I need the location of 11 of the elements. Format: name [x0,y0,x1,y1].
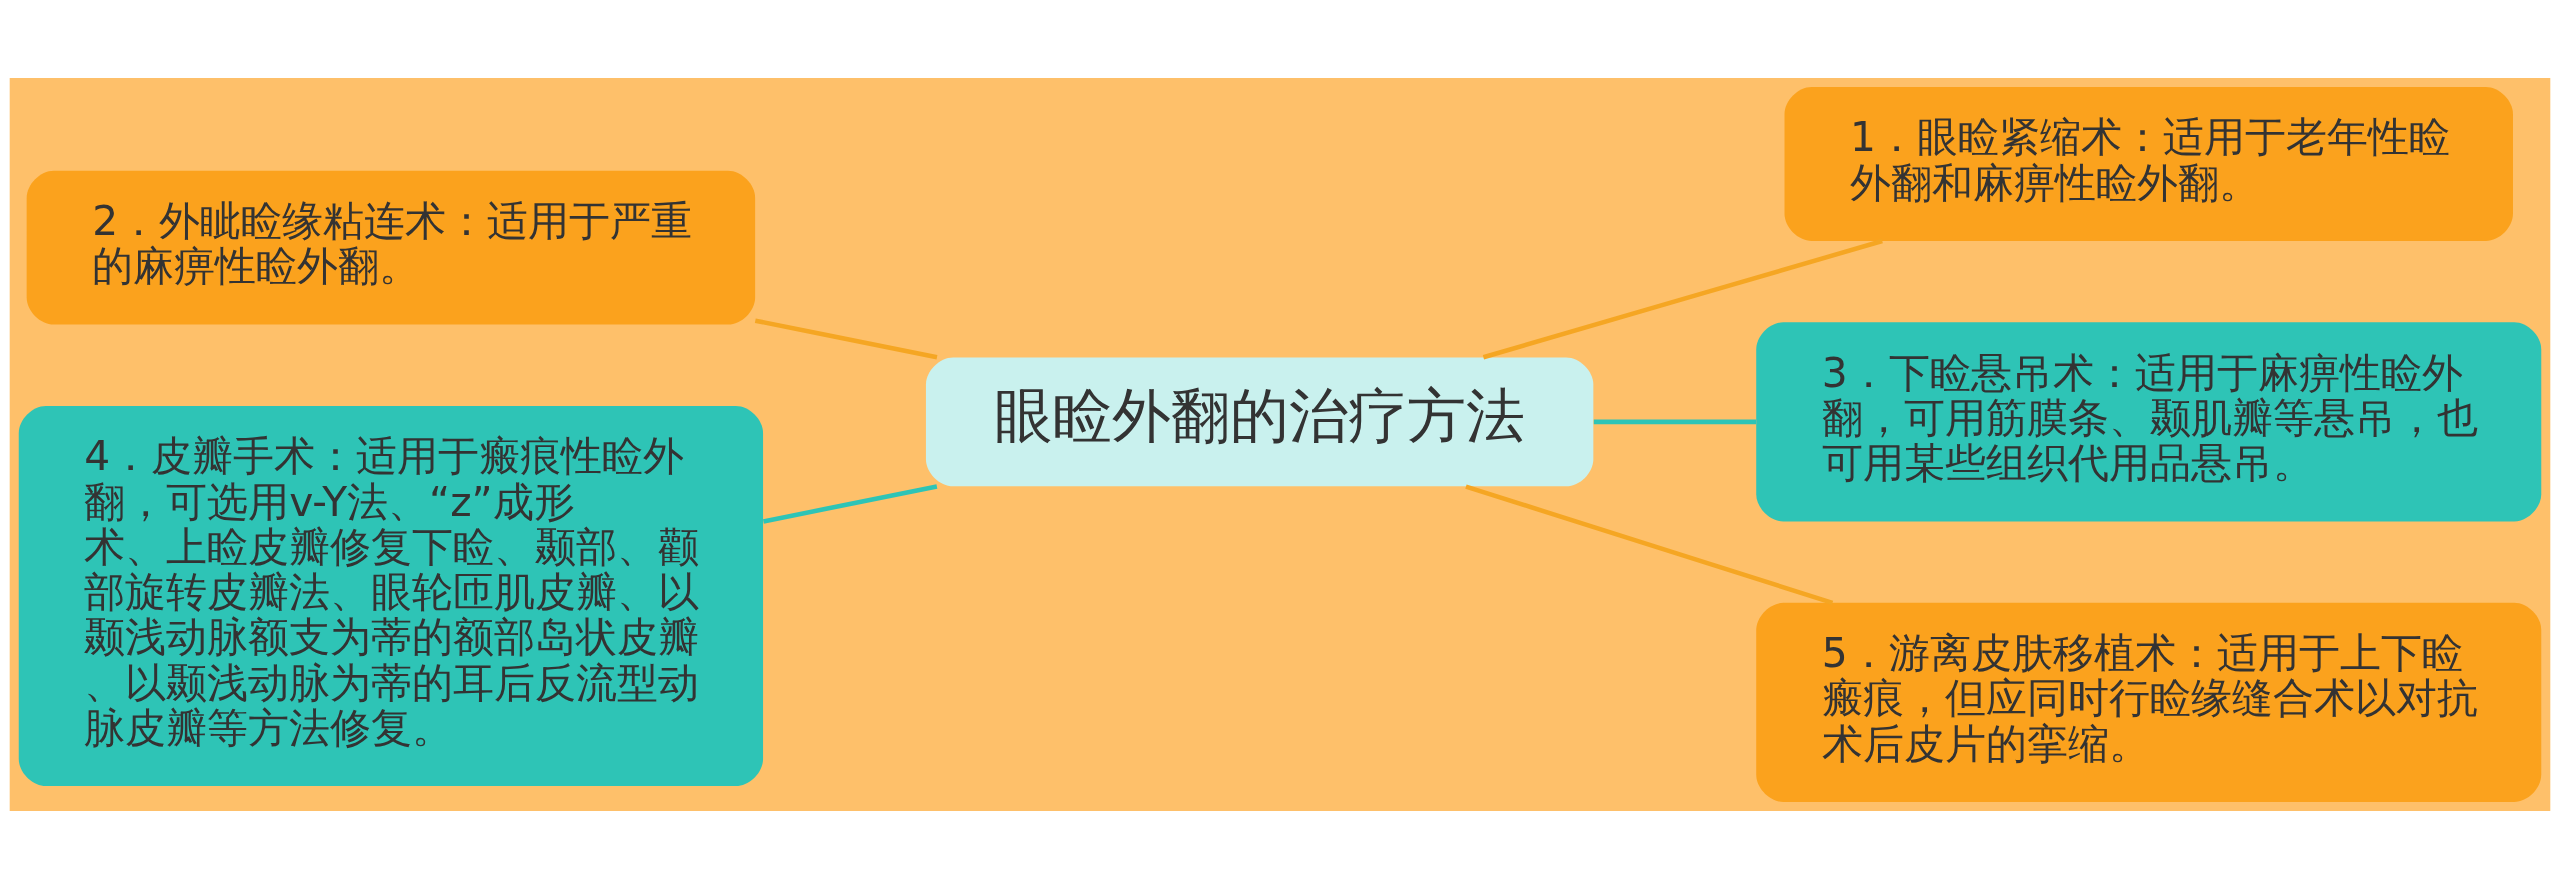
node-box: 3．下睑悬吊术：适用于麻痹性睑外翻，可用筋膜条、颞肌瓣等悬吊，也可用某些组织代用品悬吊。 [1756,321,2542,521]
node-box: 4．皮瓣手术：适用于瘢痕性睑外翻，可选用v-Y法、“z”成形术、上睑皮瓣修复下睑、颞部、颧部旋转皮瓣法、眼轮匝肌皮瓣、以颞浅动脉额支为蒂的额部岛状皮瓣、以颞浅动脉为蒂的耳后反流型动脉皮瓣等方法修复。 [18,405,764,786]
node-box: 1．眼睑紧缩术：适用于老年性睑外翻和麻痹性睑外翻。 [1784,86,2513,241]
connector [754,317,938,359]
connector [1593,419,1757,424]
node-box: 眼睑外翻的治疗方法 [925,356,1594,486]
connector [1465,483,1834,605]
node-box: 2．外眦睑缘粘连术：适用于严重的麻痹性睑外翻。 [26,170,756,325]
connector [1482,238,1883,359]
connector [762,483,938,524]
node-box: 5．游离皮肤移植术：适用于上下睑瘢痕，但应同时行睑缘缝合术以对抗术后皮片的挛缩。 [1756,602,2542,802]
